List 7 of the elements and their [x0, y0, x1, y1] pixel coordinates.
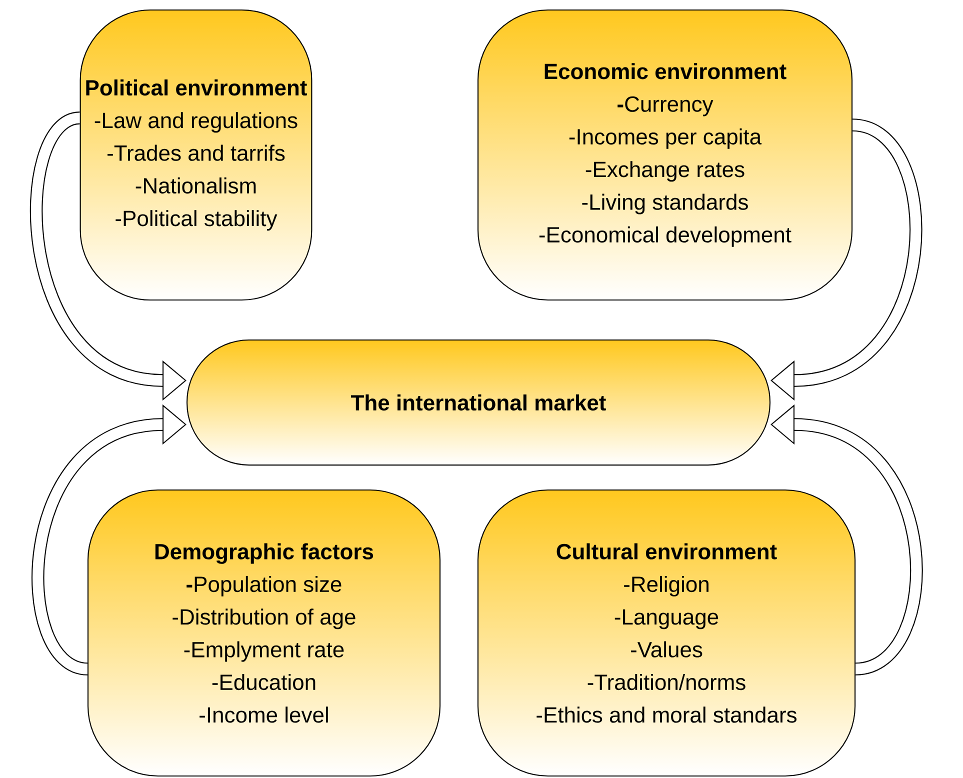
rounded-box: Cultural environment -Religion -Language -Values -Tradition/norms -Ethics and moral standars: [477, 489, 856, 777]
curved-arrow: [32, 404, 186, 676]
rounded-box: Political environment -Law and regulations -Trades and tarrifs -Nationalism -Political stability: [80, 9, 312, 301]
rounded-box: The international market: [186, 339, 770, 466]
rounded-box: Economic environment -Currency -Incomes per capita -Exchange rates -Living standards -Economical development: [477, 9, 853, 301]
curved-arrow: [770, 118, 922, 401]
rounded-box: Demographic factors -Population size -Distribution of age -Emplyment rate -Education -Income level: [87, 489, 441, 777]
